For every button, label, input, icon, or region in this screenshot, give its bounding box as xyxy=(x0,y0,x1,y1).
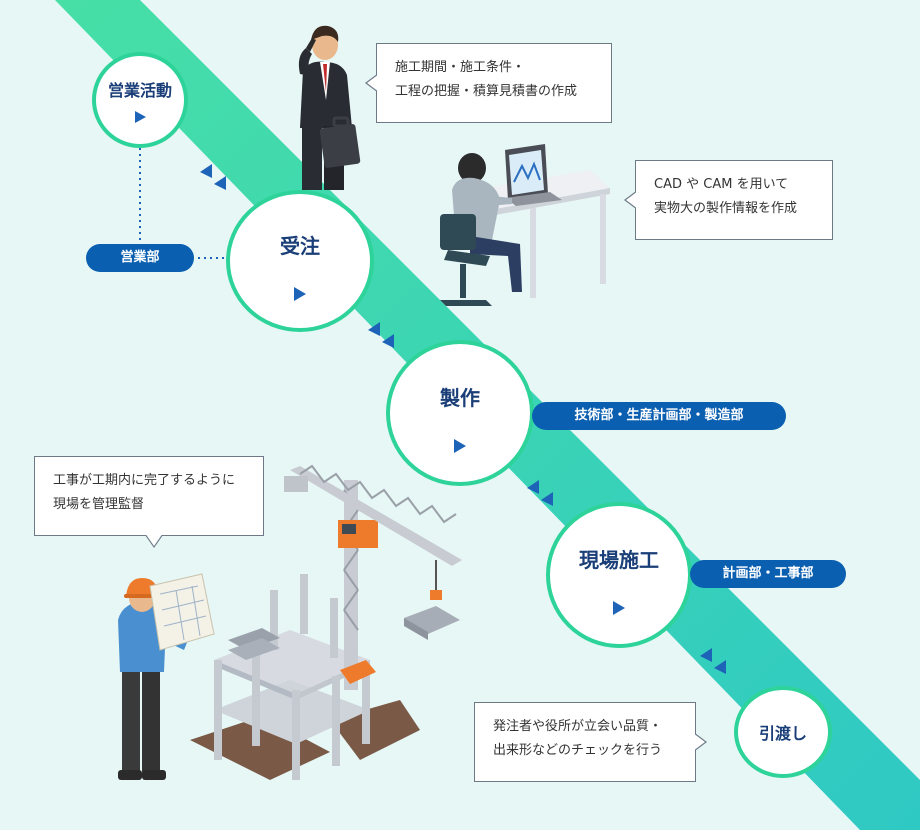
department-sales-pill: 営業部 xyxy=(86,244,194,272)
callout-inspection: 発注者や役所が立会い品質・ 出来形などのチェックを行う xyxy=(474,702,696,782)
step-order-label: 受注 xyxy=(280,233,320,258)
callout-estimate-line-1: 施工期間・施工条件・ xyxy=(395,60,526,75)
businessman-phone-icon xyxy=(298,25,361,190)
callout-cad: CAD や CAM を用いて 実物大の製作情報を作成 xyxy=(635,160,833,240)
callout-supervision-line-1: 工事が工期内に完了するように xyxy=(53,473,236,488)
step-production: 製作 xyxy=(386,340,534,486)
callout-cad-line-1: CAD や CAM を用いて xyxy=(654,177,789,192)
play-icon xyxy=(454,438,466,453)
callout-estimate: 施工期間・施工条件・ 工程の把握・積算見積書の作成 xyxy=(376,43,612,123)
department-site-pill: 計画部・工事部 xyxy=(690,560,846,588)
callout-inspection-line-2: 出来形などのチェックを行う xyxy=(493,743,663,758)
callout-inspection-line-1: 発注者や役所が立会い品質・ xyxy=(493,719,663,734)
site-supervisor-icon xyxy=(118,573,215,780)
callout-supervision-line-2: 現場を管理監督 xyxy=(53,497,145,512)
step-handover-label: 引渡し xyxy=(758,724,807,743)
step-sales-label: 営業活動 xyxy=(107,81,172,100)
step-site: 現場施工 xyxy=(546,502,692,648)
cad-workstation-icon xyxy=(440,144,610,306)
step-site-label: 現場施工 xyxy=(579,547,659,572)
callout-supervision: 工事が工期内に完了するように 現場を管理監督 xyxy=(34,456,264,548)
callout-estimate-line-2: 工程の把握・積算見積書の作成 xyxy=(395,84,578,99)
step-sales: 営業活動 xyxy=(92,52,188,148)
play-icon xyxy=(294,286,306,301)
step-production-label: 製作 xyxy=(440,385,480,410)
callout-cad-line-2: 実物大の製作情報を作成 xyxy=(654,201,798,216)
play-icon xyxy=(613,600,625,615)
flow-direction-arrows xyxy=(200,164,726,674)
play-icon xyxy=(134,111,146,123)
crane-construction-icon xyxy=(190,464,462,780)
department-production-pill: 技術部・生産計画部・製造部 xyxy=(532,402,786,430)
step-handover: 引渡し xyxy=(734,686,832,778)
step-order: 受注 xyxy=(226,190,374,332)
